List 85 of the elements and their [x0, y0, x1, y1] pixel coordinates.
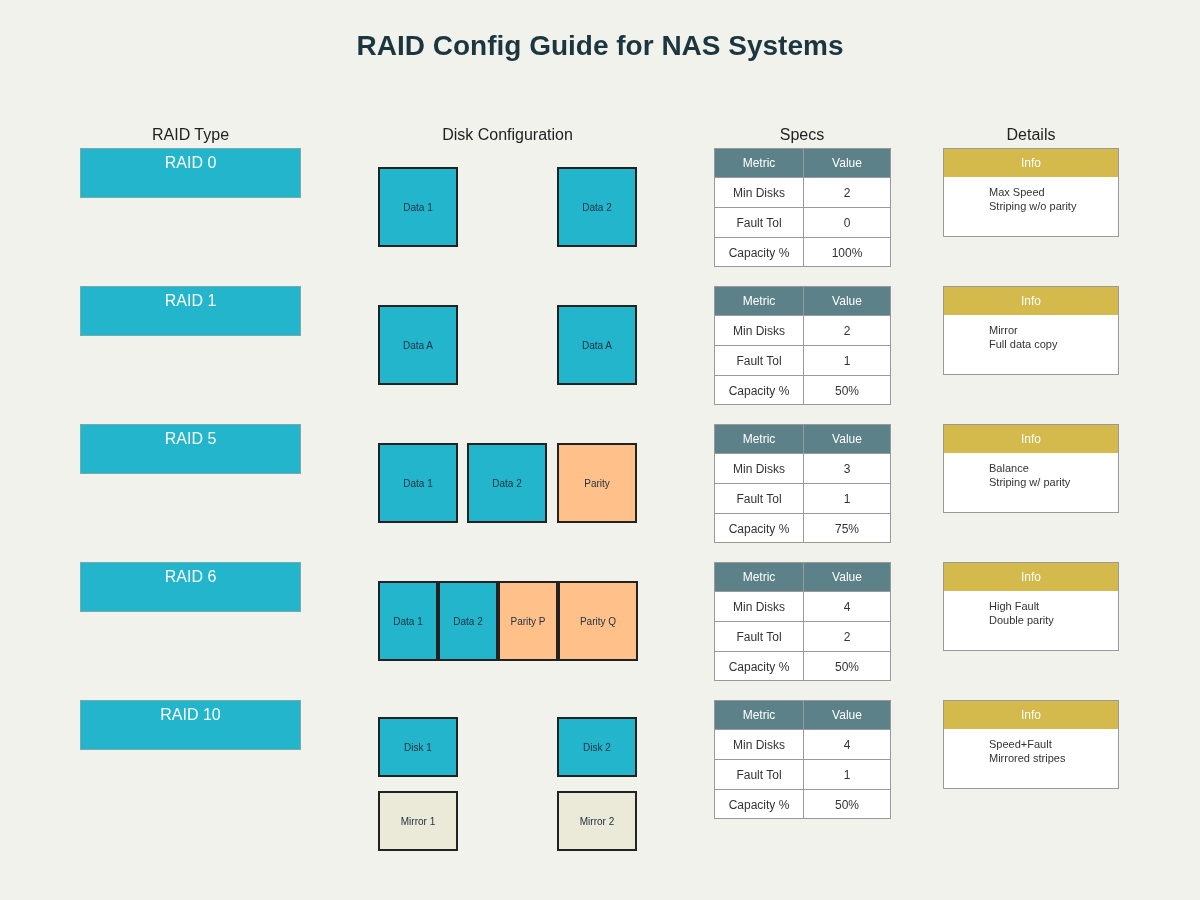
table-header-cell: Value [803, 149, 890, 177]
description-text: Balance [988, 461, 1030, 475]
table-cell: 100% [803, 237, 890, 267]
table-cell: 0 [803, 207, 890, 237]
description-text: Striping w/ parity [988, 475, 1072, 489]
disk-block: Parity P [498, 581, 558, 661]
description-text: Speed+Fault [988, 737, 1053, 751]
table-header-cell: Value [803, 425, 890, 453]
table-cell: Min Disks [715, 453, 803, 483]
table-cell: 75% [803, 513, 890, 543]
info-card [943, 424, 1119, 513]
table-header-cell: Value [803, 701, 890, 729]
info-card [943, 562, 1119, 651]
description-text: High Fault [988, 599, 1041, 613]
disk-block: Mirror 2 [557, 791, 637, 851]
card-header: Info [944, 425, 1118, 453]
description-text: Striping w/o parity [988, 199, 1078, 213]
column-heading: Disk Configuration [441, 126, 574, 144]
description-text: Full data copy [988, 337, 1059, 351]
disk-block: Data 2 [438, 581, 498, 661]
raid-level-box: RAID 5 [80, 424, 301, 474]
disk-block: Data 2 [557, 167, 637, 247]
card-header: Info [944, 563, 1118, 591]
table-cell: Min Disks [715, 177, 803, 207]
table-cell: Min Disks [715, 729, 803, 759]
table-cell: 1 [803, 345, 890, 375]
disk-block: Parity Q [558, 581, 638, 661]
table-cell: 4 [803, 591, 890, 621]
table-cell: Capacity % [715, 651, 803, 681]
raid-level-box: RAID 6 [80, 562, 301, 612]
disk-block: Mirror 1 [378, 791, 458, 851]
table-header-cell: Metric [715, 287, 803, 315]
table-cell: Capacity % [715, 789, 803, 819]
table-cell: Capacity % [715, 375, 803, 405]
description-text: Mirror [988, 323, 1019, 337]
disk-block: Data A [557, 305, 637, 385]
disk-block: Parity [557, 443, 637, 523]
table-cell: Fault Tol [715, 207, 803, 237]
table-cell: Capacity % [715, 237, 803, 267]
table-header-cell: Metric [715, 425, 803, 453]
info-card [943, 700, 1119, 789]
table-header-cell: Metric [715, 563, 803, 591]
raid-level-box: RAID 10 [80, 700, 301, 750]
table-header-cell: Metric [715, 149, 803, 177]
description-text: Max Speed [988, 185, 1046, 199]
table-cell: 1 [803, 483, 890, 513]
description-text: Double parity [988, 613, 1055, 627]
card-header: Info [944, 149, 1118, 177]
table-cell: 2 [803, 315, 890, 345]
disk-block: Data 1 [378, 581, 438, 661]
table-header-cell: Metric [715, 701, 803, 729]
column-heading: Specs [778, 126, 826, 144]
disk-block: Data 1 [378, 167, 458, 247]
table-cell: Fault Tol [715, 759, 803, 789]
disk-block: Data A [378, 305, 458, 385]
table-cell: Min Disks [715, 591, 803, 621]
table-cell: 2 [803, 177, 890, 207]
table-cell: 50% [803, 375, 890, 405]
table-cell: Fault Tol [715, 621, 803, 651]
diagram-title: RAID Config Guide for NAS Systems [355, 30, 845, 62]
table-cell: Fault Tol [715, 483, 803, 513]
description-text: Mirrored stripes [988, 751, 1067, 765]
raid-level-box: RAID 1 [80, 286, 301, 336]
table-header-cell: Value [803, 563, 890, 591]
disk-block: Disk 1 [378, 717, 458, 777]
column-heading: RAID Type [150, 126, 231, 144]
table-cell: 2 [803, 621, 890, 651]
info-card [943, 148, 1119, 237]
table-cell: 1 [803, 759, 890, 789]
table-cell: 4 [803, 729, 890, 759]
table-cell: 50% [803, 651, 890, 681]
raid-level-box: RAID 0 [80, 148, 301, 198]
disk-block: Data 2 [467, 443, 547, 523]
card-header: Info [944, 701, 1118, 729]
table-cell: Min Disks [715, 315, 803, 345]
table-header-cell: Value [803, 287, 890, 315]
table-cell: Fault Tol [715, 345, 803, 375]
info-card [943, 286, 1119, 375]
table-cell: 3 [803, 453, 890, 483]
card-header: Info [944, 287, 1118, 315]
table-cell: Capacity % [715, 513, 803, 543]
disk-block: Disk 2 [557, 717, 637, 777]
disk-block: Data 1 [378, 443, 458, 523]
table-cell: 50% [803, 789, 890, 819]
column-heading: Details [1005, 126, 1057, 144]
